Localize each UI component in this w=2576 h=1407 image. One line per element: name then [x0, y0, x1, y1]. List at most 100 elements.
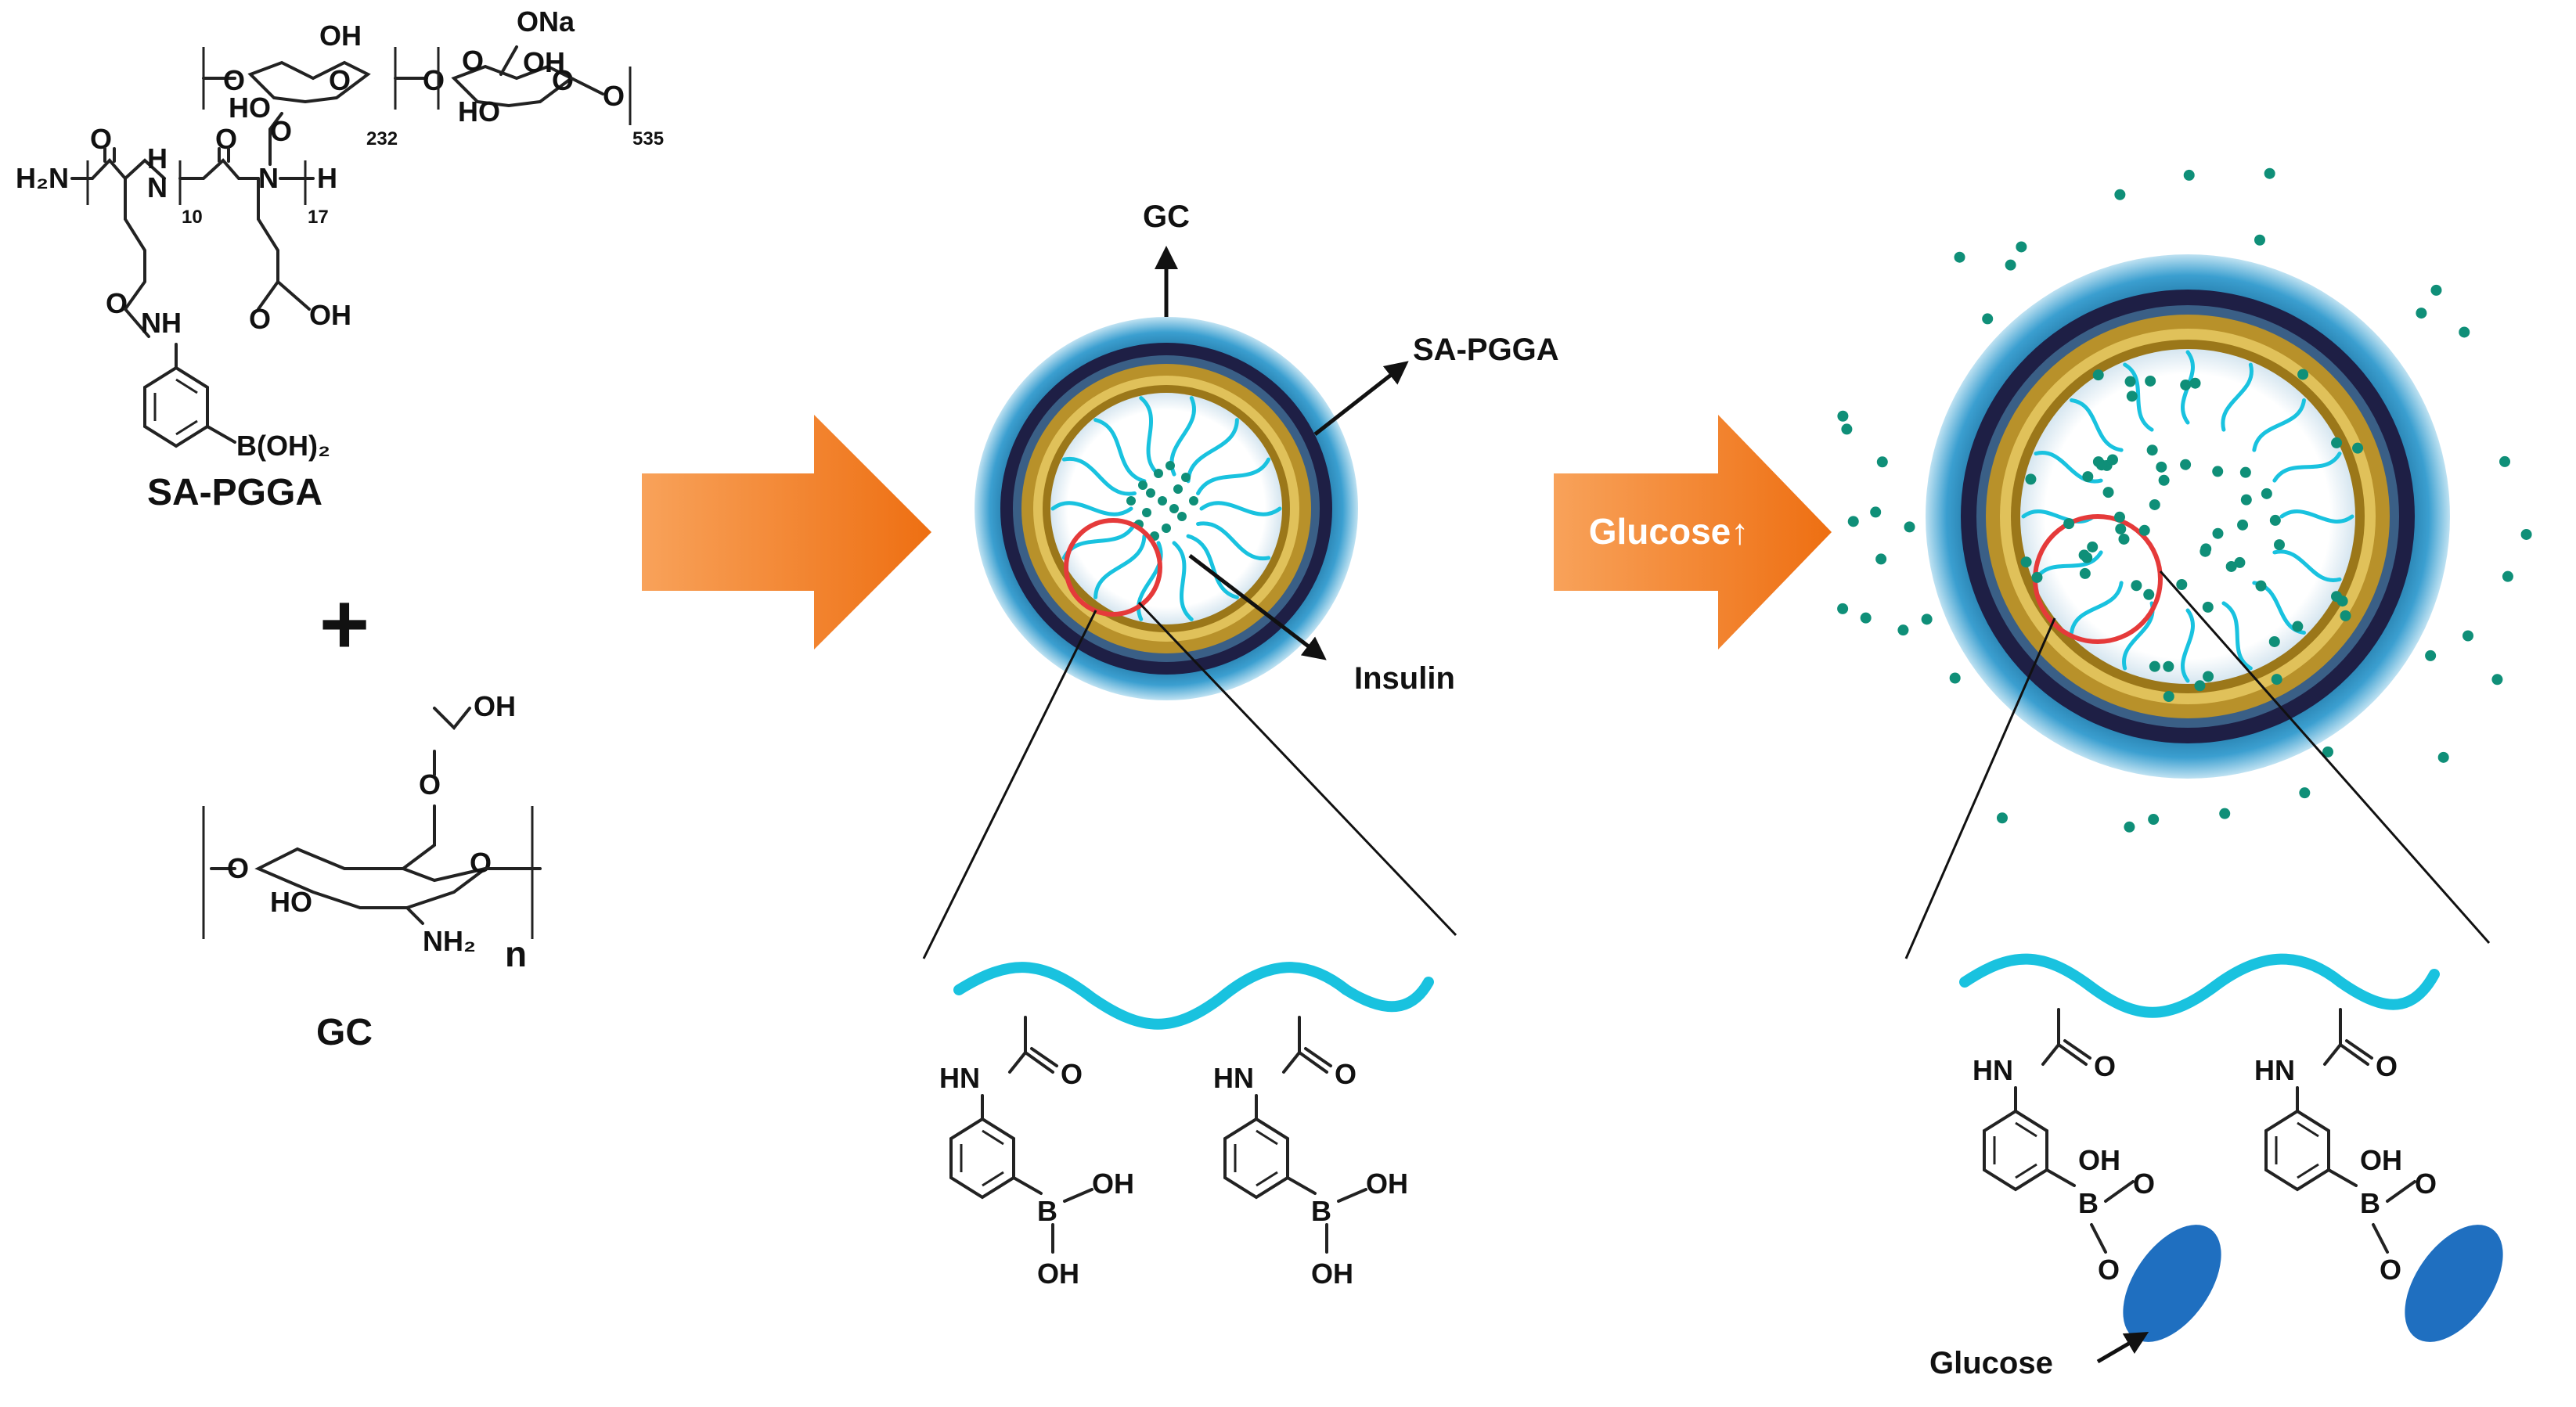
polymer-chain [2272, 549, 2342, 582]
label-glucose: Glucose [1929, 1346, 2053, 1380]
polymer-chain [2252, 398, 2306, 452]
insulin-dot [2268, 635, 2280, 647]
zoom-line-left-b [1137, 601, 1457, 937]
detail-left-oh-1b: OH [1037, 1258, 1079, 1290]
polymer-chain [2272, 452, 2342, 483]
released-insulin-dot [2219, 808, 2231, 819]
gc-o-1: O [227, 852, 249, 884]
released-insulin-dot [1847, 516, 1859, 527]
insulin-dot [2202, 601, 2214, 613]
arrow-glucose [1554, 415, 1832, 650]
polymer-chain [2021, 509, 2096, 524]
detail-boronic-glucose: O HN OH B O O O HN OH B O O [1959, 953, 2503, 1342]
released-insulin-dot [1996, 812, 2008, 824]
released-insulin-dot [2264, 167, 2275, 179]
insulin-dot [2194, 680, 2206, 692]
glucose-blob-2 [2405, 1225, 2503, 1342]
acid-o: O [249, 303, 271, 335]
gc-nh2: NH₂ [423, 925, 476, 957]
insulin-dot [2163, 691, 2174, 703]
sugar-o-4: O [603, 80, 625, 112]
polymer-chain [2279, 509, 2354, 524]
sugar-ona: ONa [517, 5, 575, 38]
gc-oh-top: OH [474, 690, 516, 722]
insulin-dot [1142, 508, 1151, 517]
sugar-o-ring: O [329, 64, 351, 96]
insulin-dot [2106, 454, 2118, 466]
detail-right-oh-2: OH [2360, 1144, 2402, 1176]
insulin-dot [1154, 469, 1163, 478]
detail-left-hn-1: HN [939, 1062, 980, 1094]
insulin-dot [2331, 437, 2343, 448]
insulin-dot [2163, 660, 2174, 672]
label-gc: GC [1143, 200, 1190, 234]
polymer-chain [1093, 534, 1147, 599]
insulin-dot [2176, 578, 2188, 590]
insulin-dot [2261, 488, 2272, 499]
insulin-dot [2340, 610, 2351, 621]
detail-right-oh-1: OH [2078, 1144, 2120, 1176]
released-insulin-dot [2499, 455, 2511, 467]
detail-left-oh-2b: OH [1311, 1258, 1353, 1290]
released-insulin-dot [2462, 630, 2473, 642]
polymer-chain [1196, 521, 1271, 561]
gc-name: GC [316, 1012, 373, 1053]
sapgga-name: SA-PGGA [147, 472, 322, 513]
insulin-dot [2255, 580, 2267, 592]
polymer-chain [1172, 541, 1194, 621]
insulin-dot [2239, 466, 2251, 478]
released-insulin-dot [1897, 624, 1909, 636]
insulin-dot [2212, 527, 2224, 539]
gc-o-link: O [419, 768, 441, 801]
insulin-dot [2138, 524, 2150, 536]
sugar-o-1: O [223, 64, 245, 96]
released-insulin-dot [2520, 528, 2532, 540]
detail-left-o-1: O [1061, 1058, 1083, 1090]
polymer-chain [1186, 418, 1239, 484]
nh-n-1: N [147, 171, 168, 203]
insulin-dot [1169, 504, 1179, 513]
arrow-reaction [642, 415, 931, 650]
insulin-dot [2240, 494, 2252, 506]
repeat-17: 17 [308, 207, 329, 228]
insulin-dot [2180, 459, 2192, 470]
insulin-dot [2146, 444, 2158, 456]
insulin-dot [2269, 514, 2281, 526]
insulin-dot [1158, 496, 1167, 506]
released-insulin-dot [2491, 674, 2503, 686]
released-insulin-dot [1921, 614, 1933, 625]
nanoparticle-small [975, 317, 1358, 700]
detail-right-o-2: O [2376, 1050, 2398, 1082]
polymer-chain [1093, 418, 1147, 484]
polymer-chain [1139, 396, 1161, 477]
insulin-dot [2020, 556, 2032, 568]
insulin-dot [2124, 376, 2136, 387]
insulin-dot [2158, 474, 2170, 486]
insulin-dot [2189, 377, 2201, 389]
insulin-dot [2113, 511, 2125, 523]
detail-left-hn-2: HN [1213, 1062, 1254, 1094]
released-insulin-dot [1875, 553, 1887, 565]
released-insulin-dot [1841, 423, 1853, 435]
amine-label: H₂N [16, 162, 69, 194]
insulin-dot [2200, 543, 2212, 555]
released-insulin-dot [1876, 456, 1888, 468]
glucose-pointer [2096, 1331, 2149, 1364]
repeat-10: 10 [182, 207, 203, 228]
insulin-dot [2102, 487, 2114, 498]
label-insulin: Insulin [1354, 661, 1455, 696]
sapgga-pointer [1313, 361, 1409, 436]
insulin-dot [1138, 480, 1147, 490]
insulin-dot [2234, 556, 2246, 568]
gc-structure: OH O O O HO NH₂ n [202, 690, 542, 974]
released-insulin [1837, 167, 2532, 833]
insulin-dot [1189, 496, 1198, 506]
insulin-dot [2336, 596, 2348, 607]
boronic-acid-label: B(OH)₂ [236, 430, 330, 462]
detail-right-o-1b: O [2098, 1254, 2120, 1286]
insulin-dot [2031, 571, 2043, 583]
released-insulin-dot [2005, 259, 2016, 271]
acid-oh: OH [309, 299, 351, 331]
insulin-dot [2092, 456, 2104, 468]
